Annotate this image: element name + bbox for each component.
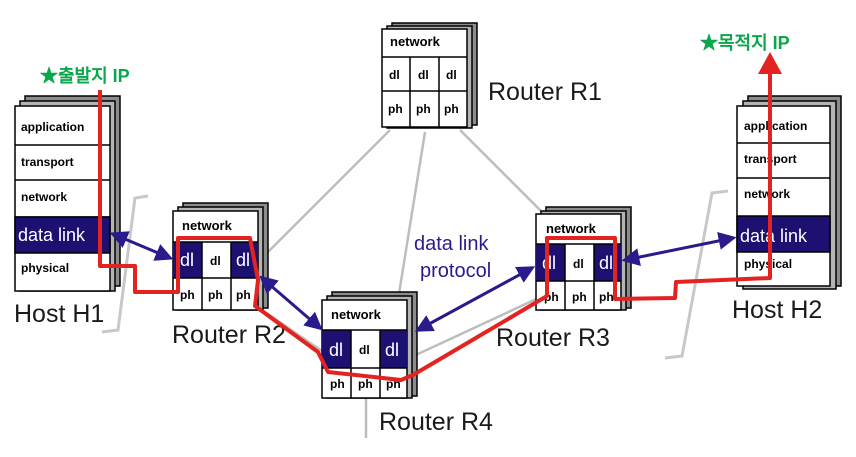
- h1-name: Host H1: [14, 300, 104, 328]
- r1-dl-3: dl: [446, 68, 457, 82]
- link-r1-r2: [259, 129, 391, 261]
- r4-network: network: [331, 307, 382, 322]
- r2-ph-2: ph: [208, 288, 223, 302]
- r3-dl-1: dl: [542, 253, 556, 273]
- h1-layer-application: application: [21, 120, 84, 134]
- r2-dl-2: dl: [210, 254, 221, 268]
- r4-name: Router R4: [379, 408, 493, 436]
- h1-layer-network: network: [21, 190, 67, 204]
- arrow-r3-h2: [621, 232, 737, 266]
- route-arrowhead: [758, 52, 782, 74]
- r1-ph-2: ph: [416, 102, 431, 116]
- r2-ph-1: ph: [180, 288, 195, 302]
- bracket-h2: [664, 189, 729, 360]
- dest-ip-label: ★목적지 IP: [700, 33, 790, 53]
- r1-dl-2: dl: [418, 68, 429, 82]
- r1-dl-1: dl: [389, 68, 400, 82]
- h1-layer-transport: transport: [21, 155, 74, 169]
- router-r2: network dl dl dl ph ph ph Router R2: [172, 202, 286, 349]
- link-r1-r4: [396, 131, 427, 301]
- r2-dl-3: dl: [236, 250, 250, 270]
- r2-network: network: [182, 218, 233, 233]
- r3-dl-3: dl: [599, 253, 613, 273]
- r3-dl-2: dl: [573, 257, 584, 271]
- r3-network: network: [546, 221, 597, 236]
- r4-dl-2: dl: [359, 343, 370, 357]
- h2-name: Host H2: [732, 296, 822, 324]
- router-r1: network dl dl dl ph ph ph Router R1: [381, 22, 602, 129]
- arrow-h1-r2: [109, 231, 174, 261]
- arrow-r2-r4: [259, 275, 323, 331]
- r3-ph-2: ph: [572, 290, 587, 304]
- h1-layer-datalink: data link: [18, 225, 86, 245]
- r4-ph-2: ph: [358, 377, 373, 391]
- r3-ph-3: ph: [599, 290, 614, 304]
- r3-name: Router R3: [496, 324, 610, 352]
- source-ip-label: ★출발지 IP: [40, 66, 130, 86]
- arrow-r4-r3: [414, 266, 536, 332]
- r1-ph-3: ph: [444, 102, 459, 116]
- r4-ph-1: ph: [330, 377, 345, 391]
- link-r1-r3: [459, 129, 546, 216]
- r2-ph-3: ph: [236, 288, 251, 302]
- r1-name: Router R1: [488, 78, 602, 106]
- router-r3: network dl dl dl ph ph ph Router R3: [496, 206, 632, 352]
- r4-dl-3: dl: [385, 340, 399, 360]
- host-h1: application transport network data link …: [14, 95, 121, 328]
- data-link-arrows: [109, 231, 737, 332]
- r4-dl-1: dl: [329, 340, 343, 360]
- protocol-label-line2: protocol: [420, 260, 491, 282]
- h2-layer-application: application: [744, 119, 807, 133]
- h1-layer-physical: physical: [21, 261, 69, 275]
- r2-name: Router R2: [172, 321, 286, 349]
- r2-dl-1: dl: [180, 250, 194, 270]
- r1-network: network: [390, 34, 441, 49]
- protocol-label-line1: data link: [414, 233, 489, 255]
- h2-layer-datalink: data link: [740, 226, 808, 246]
- r1-ph-1: ph: [388, 102, 403, 116]
- h2-layer-network: network: [744, 187, 790, 201]
- host-h2: application transport network data link …: [732, 95, 842, 324]
- packet-route-path: [98, 72, 772, 382]
- router-r4: network dl dl dl ph ph ph Router R4: [321, 291, 493, 436]
